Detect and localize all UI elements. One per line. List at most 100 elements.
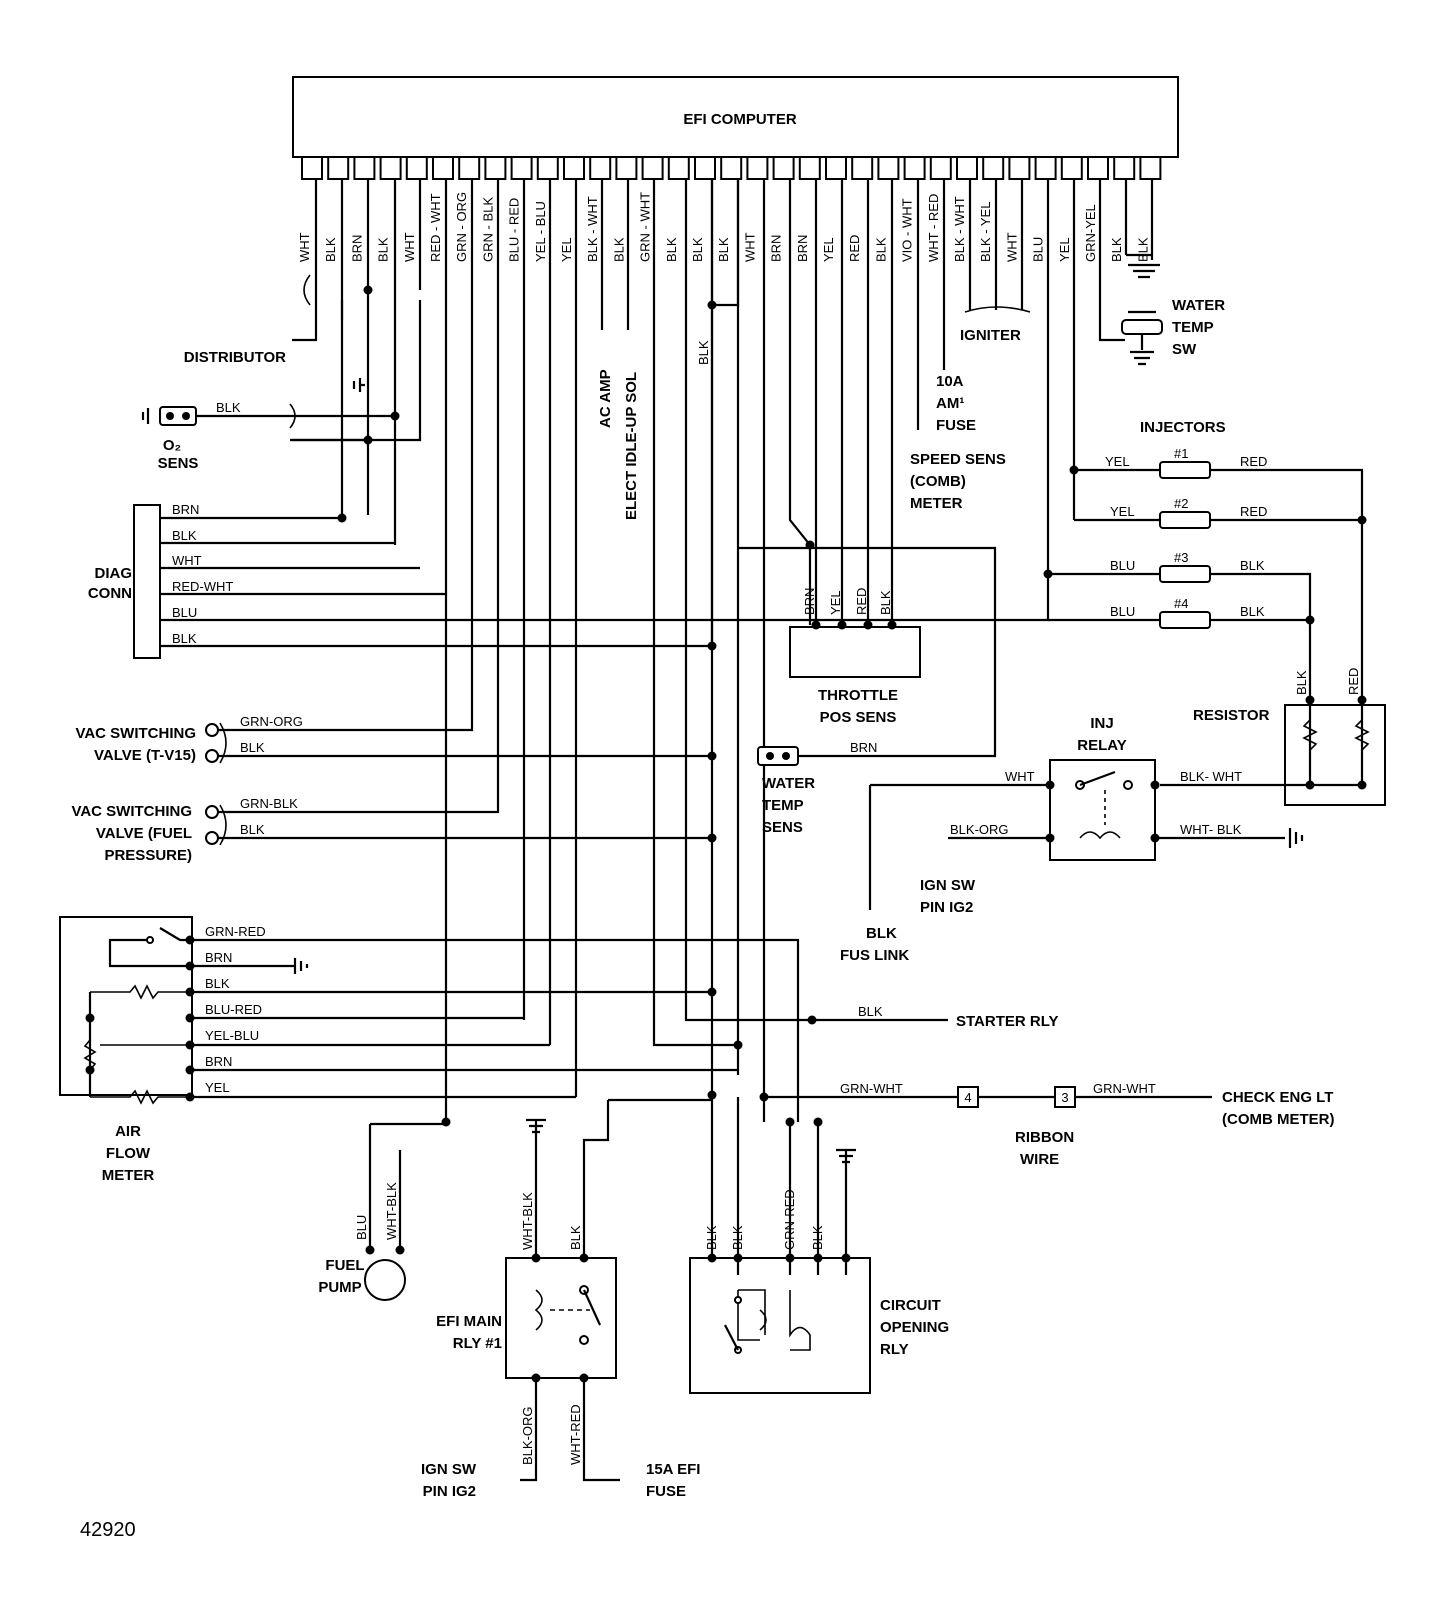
junction-dot — [1045, 780, 1055, 790]
ecu-pin-label-30: YEL — [1057, 237, 1072, 262]
afm-wire-2: BRN — [205, 950, 232, 965]
ecu-pin-label-31: GRN-YEL — [1083, 204, 1098, 262]
ecu-pin-label-26: BLK - WHT — [952, 196, 967, 262]
inj1-left: YEL — [1105, 454, 1130, 469]
ecu-pin-label-9: BLU - RED — [507, 198, 522, 262]
ecu-pin-3 — [353, 156, 376, 180]
tps-pin-1: BRN — [802, 588, 817, 615]
fus-link-label-1: BLK — [866, 925, 897, 942]
ecu-pin-label-21: YEL — [821, 237, 836, 262]
junction-dot — [733, 1040, 743, 1050]
junction-dot — [1357, 780, 1367, 790]
ecu-pin-17 — [720, 156, 743, 180]
vac2-wire-a: GRN-BLK — [240, 796, 298, 811]
ecu-pin-label-16: BLK — [690, 237, 705, 262]
efi-blk-org-label: BLK-ORG — [520, 1406, 535, 1465]
ecu-pin-32 — [1113, 156, 1136, 180]
wts-label-1: WATER — [762, 775, 815, 792]
afm-wire-1: GRN-RED — [205, 924, 266, 939]
ecu-pin-label-1: WHT — [297, 232, 312, 262]
tps-pin-2: YEL — [828, 590, 843, 615]
junction-dot — [1357, 695, 1367, 705]
fuse15-label-1: 15A EFI — [646, 1461, 700, 1478]
ign-sw1-label-1: IGN SW — [421, 1461, 477, 1478]
relay-blk-org-label: BLK-ORG — [950, 822, 1009, 837]
junction-dot — [707, 833, 717, 843]
fuse10-label-2: AM¹ — [936, 395, 964, 412]
conn-3-label: 3 — [1061, 1090, 1068, 1105]
vac2-label-1: VAC SWITCHING — [71, 803, 192, 820]
wire-labels: BLK BRN BLK WHT RED-WHT BLU BLK GRN-ORG … — [172, 340, 1361, 1465]
check-label-1: CHECK ENG LT — [1222, 1089, 1333, 1106]
res-red-label: RED — [1346, 668, 1361, 695]
ecu-pin-label-8: GRN - BLK — [480, 197, 495, 262]
speed-label-3: METER — [910, 495, 963, 512]
ecu-pin-25 — [929, 156, 952, 180]
idle-sol-label: ELECT IDLE-UP SOL — [623, 372, 640, 520]
diag-wire-3: WHT — [172, 553, 202, 568]
ecu-pin-31 — [1087, 156, 1109, 180]
inj-relay-label-1: INJ — [1090, 715, 1113, 732]
vac2-label-3: PRESSURE) — [104, 847, 192, 864]
cor-pin-4: BLK — [810, 1225, 825, 1250]
afm-label-1: AIR — [115, 1123, 141, 1140]
efi-relay-label-1: EFI MAIN — [436, 1313, 502, 1330]
junction-dot — [1150, 780, 1160, 790]
inj4-label: #4 — [1174, 596, 1188, 611]
ecu-pin-label-24: VIO - WHT — [900, 198, 915, 262]
junction-dot — [807, 1015, 817, 1025]
tps-label-1: THROTTLE — [818, 687, 898, 704]
fus-link-label-2: FUS LINK — [840, 947, 909, 964]
junction-dot — [579, 1253, 589, 1263]
diag-wire-6: BLK — [172, 631, 197, 646]
vac1-label-1: VAC SWITCHING — [75, 725, 196, 742]
ecu-pin-label-27: BLK - YEL — [978, 202, 993, 262]
ecu-pin-label-20: BRN — [795, 235, 810, 262]
starter-wire-label: BLK — [858, 1004, 883, 1019]
efi-relay-label-2: RLY #1 — [453, 1335, 502, 1352]
ecu-pin-6 — [432, 156, 454, 180]
ecu-pin-23 — [877, 156, 900, 180]
pump-label-1: FUEL — [325, 1257, 364, 1274]
junction-dots — [85, 285, 1367, 1383]
ecu-pin-label-3: BRN — [349, 235, 364, 262]
afm-wire-6: BRN — [205, 1054, 232, 1069]
ecu-pin-label-18: WHT — [742, 232, 757, 262]
resistor-label: RESISTOR — [1193, 707, 1270, 724]
junction-dot — [1357, 515, 1367, 525]
diag-wire-4: RED-WHT — [172, 579, 233, 594]
ecu-pin-29 — [1034, 156, 1057, 180]
ecu-pin-22 — [851, 156, 874, 180]
ecu-pin-label-7: GRN - ORG — [454, 192, 469, 262]
check-wire-a: GRN-WHT — [840, 1081, 903, 1096]
junction-dot — [707, 987, 717, 997]
vac2-wire-b: BLK — [240, 822, 265, 837]
junction-dot — [1069, 465, 1079, 475]
ecu-pin-label-11: YEL — [559, 237, 574, 262]
vac1-wire-a: GRN-ORG — [240, 714, 303, 729]
speed-label-2: (COMB) — [910, 473, 966, 490]
wts-wire-label: BRN — [850, 740, 877, 755]
efi-blk-label: BLK — [568, 1225, 583, 1250]
ecu-pin-27 — [982, 156, 1005, 180]
inj2-left: YEL — [1110, 504, 1135, 519]
ecu-pin-label-23: BLK — [873, 237, 888, 262]
ign-sw2-label-2: PIN IG2 — [920, 899, 973, 916]
ign-sw1-label-2: PIN IG2 — [423, 1483, 476, 1500]
afm-wire-4: BLU-RED — [205, 1002, 262, 1017]
junction-dot — [363, 285, 373, 295]
pump-blu-label: BLU — [354, 1215, 369, 1240]
ecu-pin-label-2: BLK — [323, 237, 338, 262]
ecu-pin-2 — [327, 156, 350, 180]
ecu-pin-15 — [667, 156, 690, 180]
ecu-pin-label-33: BLK — [1135, 237, 1150, 262]
junction-dot — [707, 751, 717, 761]
inj2-label: #2 — [1174, 496, 1188, 511]
diag-wire-1: BRN — [172, 502, 199, 517]
blk-vertical-label: BLK — [696, 340, 711, 365]
res-blk-label: BLK — [1294, 670, 1309, 695]
ecu-pin-9 — [510, 156, 533, 180]
ecu-pin-label-4: BLK — [376, 237, 391, 262]
diag-wire-5: BLU — [172, 605, 197, 620]
